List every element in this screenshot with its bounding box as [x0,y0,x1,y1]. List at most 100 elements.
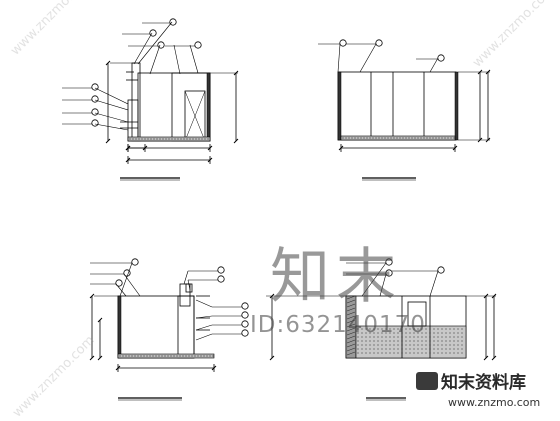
stone-dot [397,348,399,350]
stone-dot [405,344,407,346]
leader-line [195,324,213,331]
stone-dot [357,348,359,350]
callout-circle [241,329,249,337]
stone-dot [381,328,383,330]
stone-dot [437,340,439,342]
stone-dot [397,336,399,338]
callout-circle [169,18,177,26]
stone-dot [413,352,415,354]
leader-line [173,44,181,75]
stone-dot [437,352,439,354]
stone-hatch [346,327,356,332]
stone-dot [405,328,407,330]
callout-circle [385,258,393,266]
callout-circle [217,266,225,274]
stone-dot [361,348,363,350]
callout-circle [149,29,157,37]
stone-dot [449,344,451,346]
leader-line [133,32,153,65]
stone-dot [365,332,367,334]
leader-line [119,262,133,297]
dimension-tick [491,355,497,361]
stone-dot [357,336,359,338]
callout-circle [91,119,99,127]
stone-hatch [346,323,356,328]
callout-circle [437,266,445,274]
callout-circle [217,275,225,283]
stone-dot [373,340,375,342]
window-opening [407,301,427,327]
stone-dot [409,348,411,350]
stone-dot [425,348,427,350]
stone-dot [365,340,367,342]
leader-line [123,273,141,297]
stone-dot [361,328,363,330]
stone-dot [421,348,423,350]
stone-dot [445,352,447,354]
stone-dot [381,340,383,342]
stone-dot [409,344,411,346]
stone-dot [441,344,443,346]
stone-dot [381,352,383,354]
dimension-tick [97,355,103,361]
stone-dot [373,332,375,334]
stone-dot [385,352,387,354]
callout-circle [241,320,249,328]
callout-circle [241,302,249,310]
stone-dot [421,328,423,330]
stone-dot [357,332,359,334]
callout-circle [91,95,99,103]
stone-dot [361,344,363,346]
wall-section [117,295,122,359]
stone-dot [437,348,439,350]
leader-line [94,112,129,123]
stone-dot [453,344,455,346]
stone-dot [457,352,459,354]
stone-dot [397,340,399,342]
dimension-tick [483,355,489,361]
stone-dot [445,328,447,330]
leader-line [137,21,173,65]
stone-dot [409,328,411,330]
stone-dot [461,332,463,334]
leader-line [94,123,129,131]
stone-hatch [346,299,356,304]
stone-dot [389,328,391,330]
stone-dot [457,340,459,342]
stone-dot [421,352,423,354]
stone-dot [389,340,391,342]
dimension-tick [105,60,111,66]
stone-dot [357,344,359,346]
leader-line [187,279,191,291]
leader-line [195,333,213,341]
stone-dot [385,336,387,338]
stone-dot [413,328,415,330]
callout-circle [115,279,123,287]
stone-dot [413,348,415,350]
stone-dot [417,332,419,334]
stone-dot [433,332,435,334]
stone-dot [369,344,371,346]
stone-dot [445,344,447,346]
stone-dot [441,352,443,354]
stone-dot [453,340,455,342]
wall-section [454,71,459,141]
stone-dot [461,336,463,338]
stone-dot [453,352,455,354]
stone-dot [457,336,459,338]
stone-dot [413,344,415,346]
stone-dot [369,328,371,330]
stone-dot [441,336,443,338]
floor-band [340,135,456,141]
callout-circle [339,39,347,47]
leader-line [337,43,341,73]
stone-dot [449,352,451,354]
stone-hatch [346,307,356,312]
stone-dot [381,336,383,338]
stone-dot [433,348,435,350]
stone-dot [365,348,367,350]
stone-dot [361,332,363,334]
left-column [131,62,141,142]
stone-dot [417,348,419,350]
